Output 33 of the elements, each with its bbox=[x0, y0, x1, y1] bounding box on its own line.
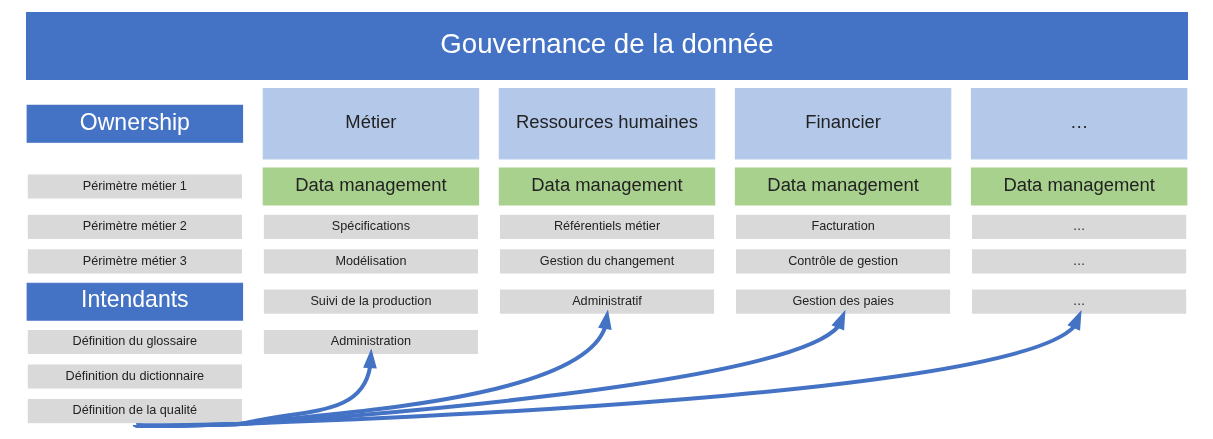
node-box: Périmètre métier 3 bbox=[26, 248, 243, 275]
node-box: Administration bbox=[262, 328, 479, 356]
node-box: Gestion du changement bbox=[498, 248, 715, 275]
node-box: Définition du dictionnaire bbox=[26, 363, 243, 390]
node-box: Ownership bbox=[26, 104, 243, 143]
arrow bbox=[134, 309, 845, 428]
node-box: Data management bbox=[734, 167, 951, 206]
node-box: … bbox=[970, 88, 1187, 160]
node-box: Financier bbox=[734, 88, 951, 160]
node-box: Définition du glossaire bbox=[26, 328, 243, 356]
node-box: Administratif bbox=[498, 288, 715, 315]
node-box: Référentiels métier bbox=[498, 213, 715, 241]
node-box: Périmètre métier 1 bbox=[26, 173, 243, 200]
node-box: Gestion des paies bbox=[734, 288, 951, 315]
node-box: Spécifications bbox=[262, 213, 479, 241]
node-box: Intendants bbox=[26, 282, 243, 321]
node-box: Data management bbox=[262, 167, 479, 206]
node-box: Modélisation bbox=[262, 248, 479, 275]
node-box: … bbox=[970, 288, 1187, 315]
node-box: Data management bbox=[970, 167, 1187, 206]
node-box: Métier bbox=[262, 88, 479, 160]
node-box: … bbox=[970, 213, 1187, 241]
node-box: Contrôle de gestion bbox=[734, 248, 951, 275]
node-box: Périmètre métier 2 bbox=[26, 213, 243, 241]
arrow bbox=[134, 309, 1082, 428]
node-box: Gouvernance de la donnée bbox=[25, 12, 1188, 80]
node-box: Suivi de la production bbox=[262, 288, 479, 315]
node-box: Facturation bbox=[734, 213, 951, 241]
arrow bbox=[134, 309, 612, 429]
node-box: Data management bbox=[498, 167, 715, 206]
node-box: Définition de la qualité bbox=[26, 397, 243, 425]
node-box: … bbox=[970, 248, 1187, 275]
node-box: Ressources humaines bbox=[498, 88, 715, 160]
